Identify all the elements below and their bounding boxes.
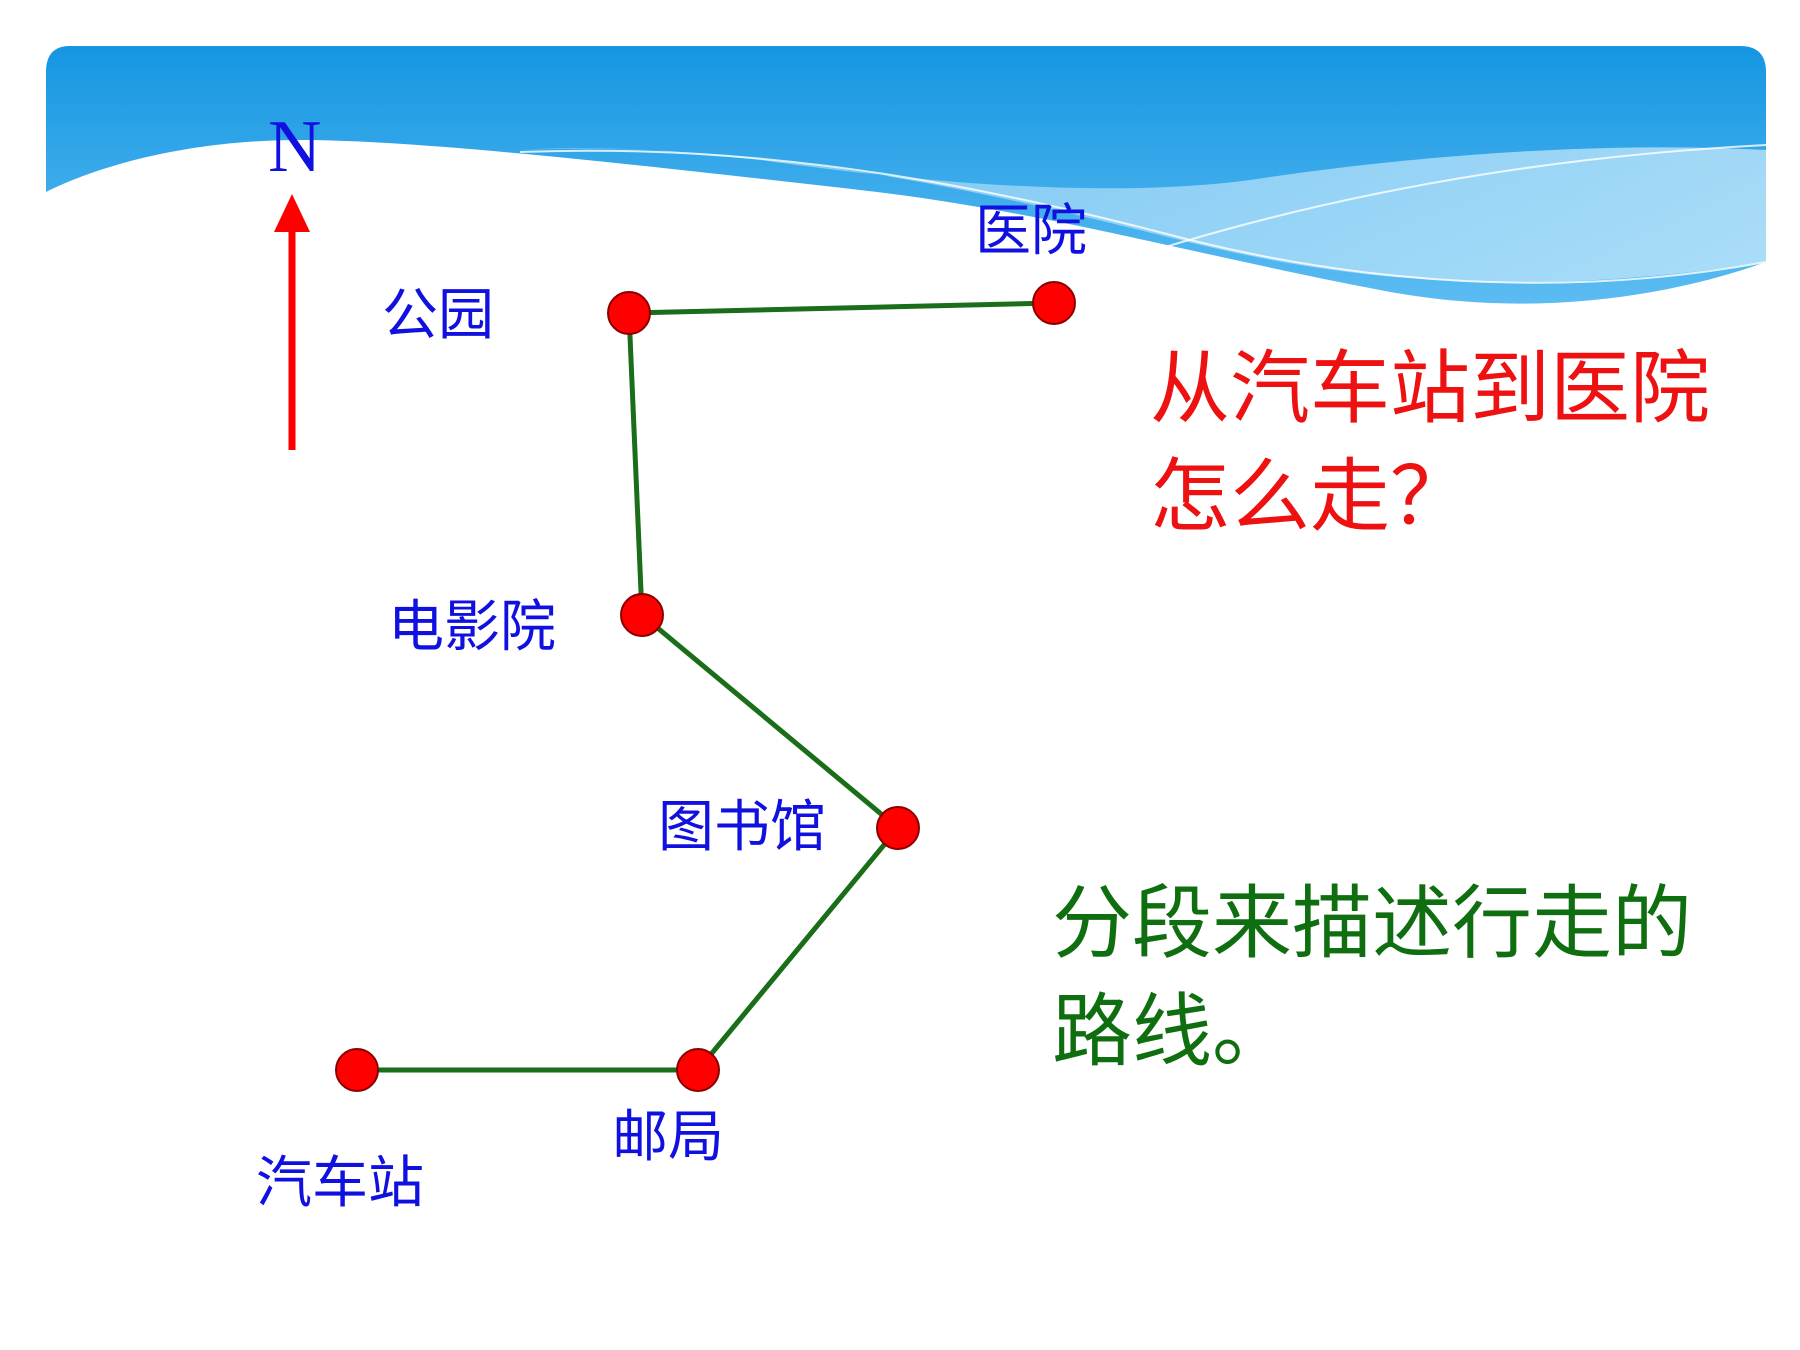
route-nodes	[335, 281, 1076, 1092]
label-post-office: 邮局	[612, 1105, 724, 1170]
node-post-office	[676, 1048, 720, 1092]
header-wave-highlight	[520, 147, 1766, 283]
node-bus-station	[335, 1048, 379, 1092]
label-cinema: 电影院	[388, 595, 556, 660]
north-label: N	[268, 106, 322, 188]
label-park: 公园	[382, 283, 494, 348]
note-text: 分段来描述行走的路线。	[1052, 877, 1692, 1078]
label-hospital: 医院	[975, 199, 1087, 264]
node-park	[607, 291, 651, 335]
label-library: 图书馆	[658, 795, 826, 860]
label-bus-station: 汽车站	[256, 1151, 424, 1216]
route-path	[357, 300, 1055, 1073]
node-library	[876, 806, 920, 850]
node-hospital	[1032, 281, 1076, 325]
node-cinema	[620, 593, 664, 637]
header-wave-line-2	[1079, 144, 1767, 276]
question-text: 从汽车站到医院怎么走？	[1150, 342, 1710, 543]
north-arrow-head	[274, 194, 310, 232]
